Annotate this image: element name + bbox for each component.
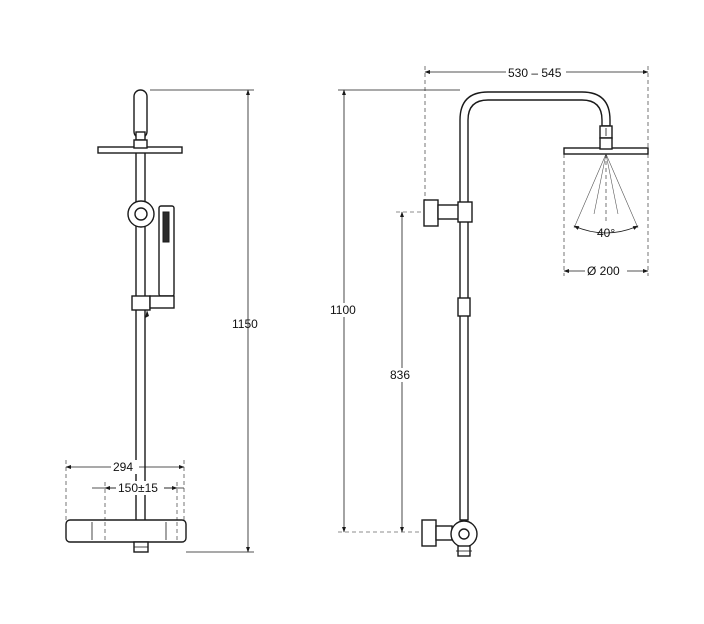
hose-clip xyxy=(145,310,149,318)
wall-bracket-collar xyxy=(457,201,473,223)
thermostat-body xyxy=(65,519,187,543)
dim-head-diameter: Ø 200 xyxy=(587,264,620,278)
dim-valve-to-bracket: 836 xyxy=(390,368,410,382)
holder-ring-inner xyxy=(134,207,148,221)
head-shower-connector xyxy=(133,139,148,149)
spray-angle-arc xyxy=(573,225,639,234)
dim-valve-width: 294 xyxy=(113,460,133,474)
dim-total-height-side: 1100 xyxy=(330,303,356,317)
riser-top-cap xyxy=(133,89,148,139)
riser-collar xyxy=(457,297,471,317)
slide-bracket xyxy=(131,295,151,311)
wall-connector-lower xyxy=(421,519,437,547)
wall-connector-arm xyxy=(435,525,453,541)
wall-bracket-arm xyxy=(437,204,461,220)
dim-inlet-spacing: 150±15 xyxy=(118,481,158,495)
front-view: 1150 294 150±15 xyxy=(65,89,258,553)
hand-shower-spray-face xyxy=(162,211,170,243)
dim-spray-angle: 40° xyxy=(597,226,615,240)
riser-gooseneck xyxy=(459,91,611,521)
dim-total-height-front: 1150 xyxy=(232,317,258,331)
dim-arm-reach: 530 – 545 xyxy=(508,66,562,80)
rain-head-hub xyxy=(599,137,613,150)
wall-bracket-upper xyxy=(423,199,439,227)
side-view: 40° 530 – 545 Ø 200 1100 xyxy=(328,65,649,557)
top-swivel-nut xyxy=(135,131,146,141)
slide-bracket-arm xyxy=(149,295,175,309)
valve-knob-core xyxy=(458,528,470,540)
